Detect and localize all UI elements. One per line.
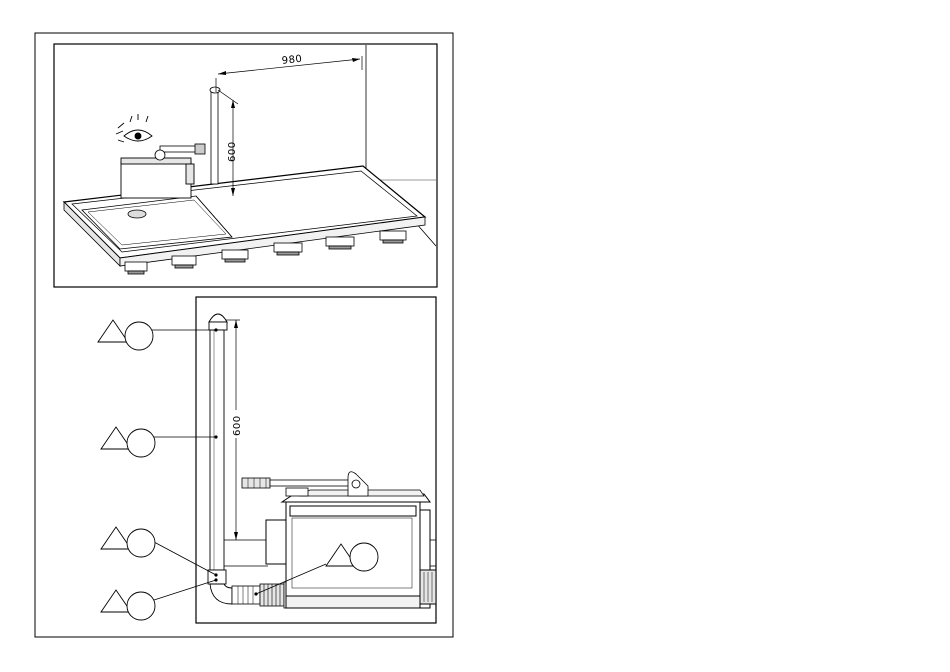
riser-pipe-detail <box>210 330 224 570</box>
dimension-980-label: 980 <box>281 54 303 67</box>
drain-icon <box>128 210 146 218</box>
callout-circle <box>350 543 378 571</box>
leg <box>125 262 147 274</box>
top-panel: 980 600 <box>54 44 437 287</box>
leg <box>380 231 406 243</box>
callout-circle <box>127 592 155 620</box>
callout-circle <box>127 429 155 457</box>
pump-unit <box>121 158 194 198</box>
dimension-600-bottom-label: 600 <box>232 415 243 436</box>
dimension-600-top-label: 600 <box>227 141 238 162</box>
callout-circle <box>125 322 153 350</box>
callout-circle <box>127 529 155 557</box>
pump-box <box>266 490 436 608</box>
leg <box>326 237 354 249</box>
leg <box>172 256 196 268</box>
leg <box>222 250 248 262</box>
leg <box>274 243 302 255</box>
